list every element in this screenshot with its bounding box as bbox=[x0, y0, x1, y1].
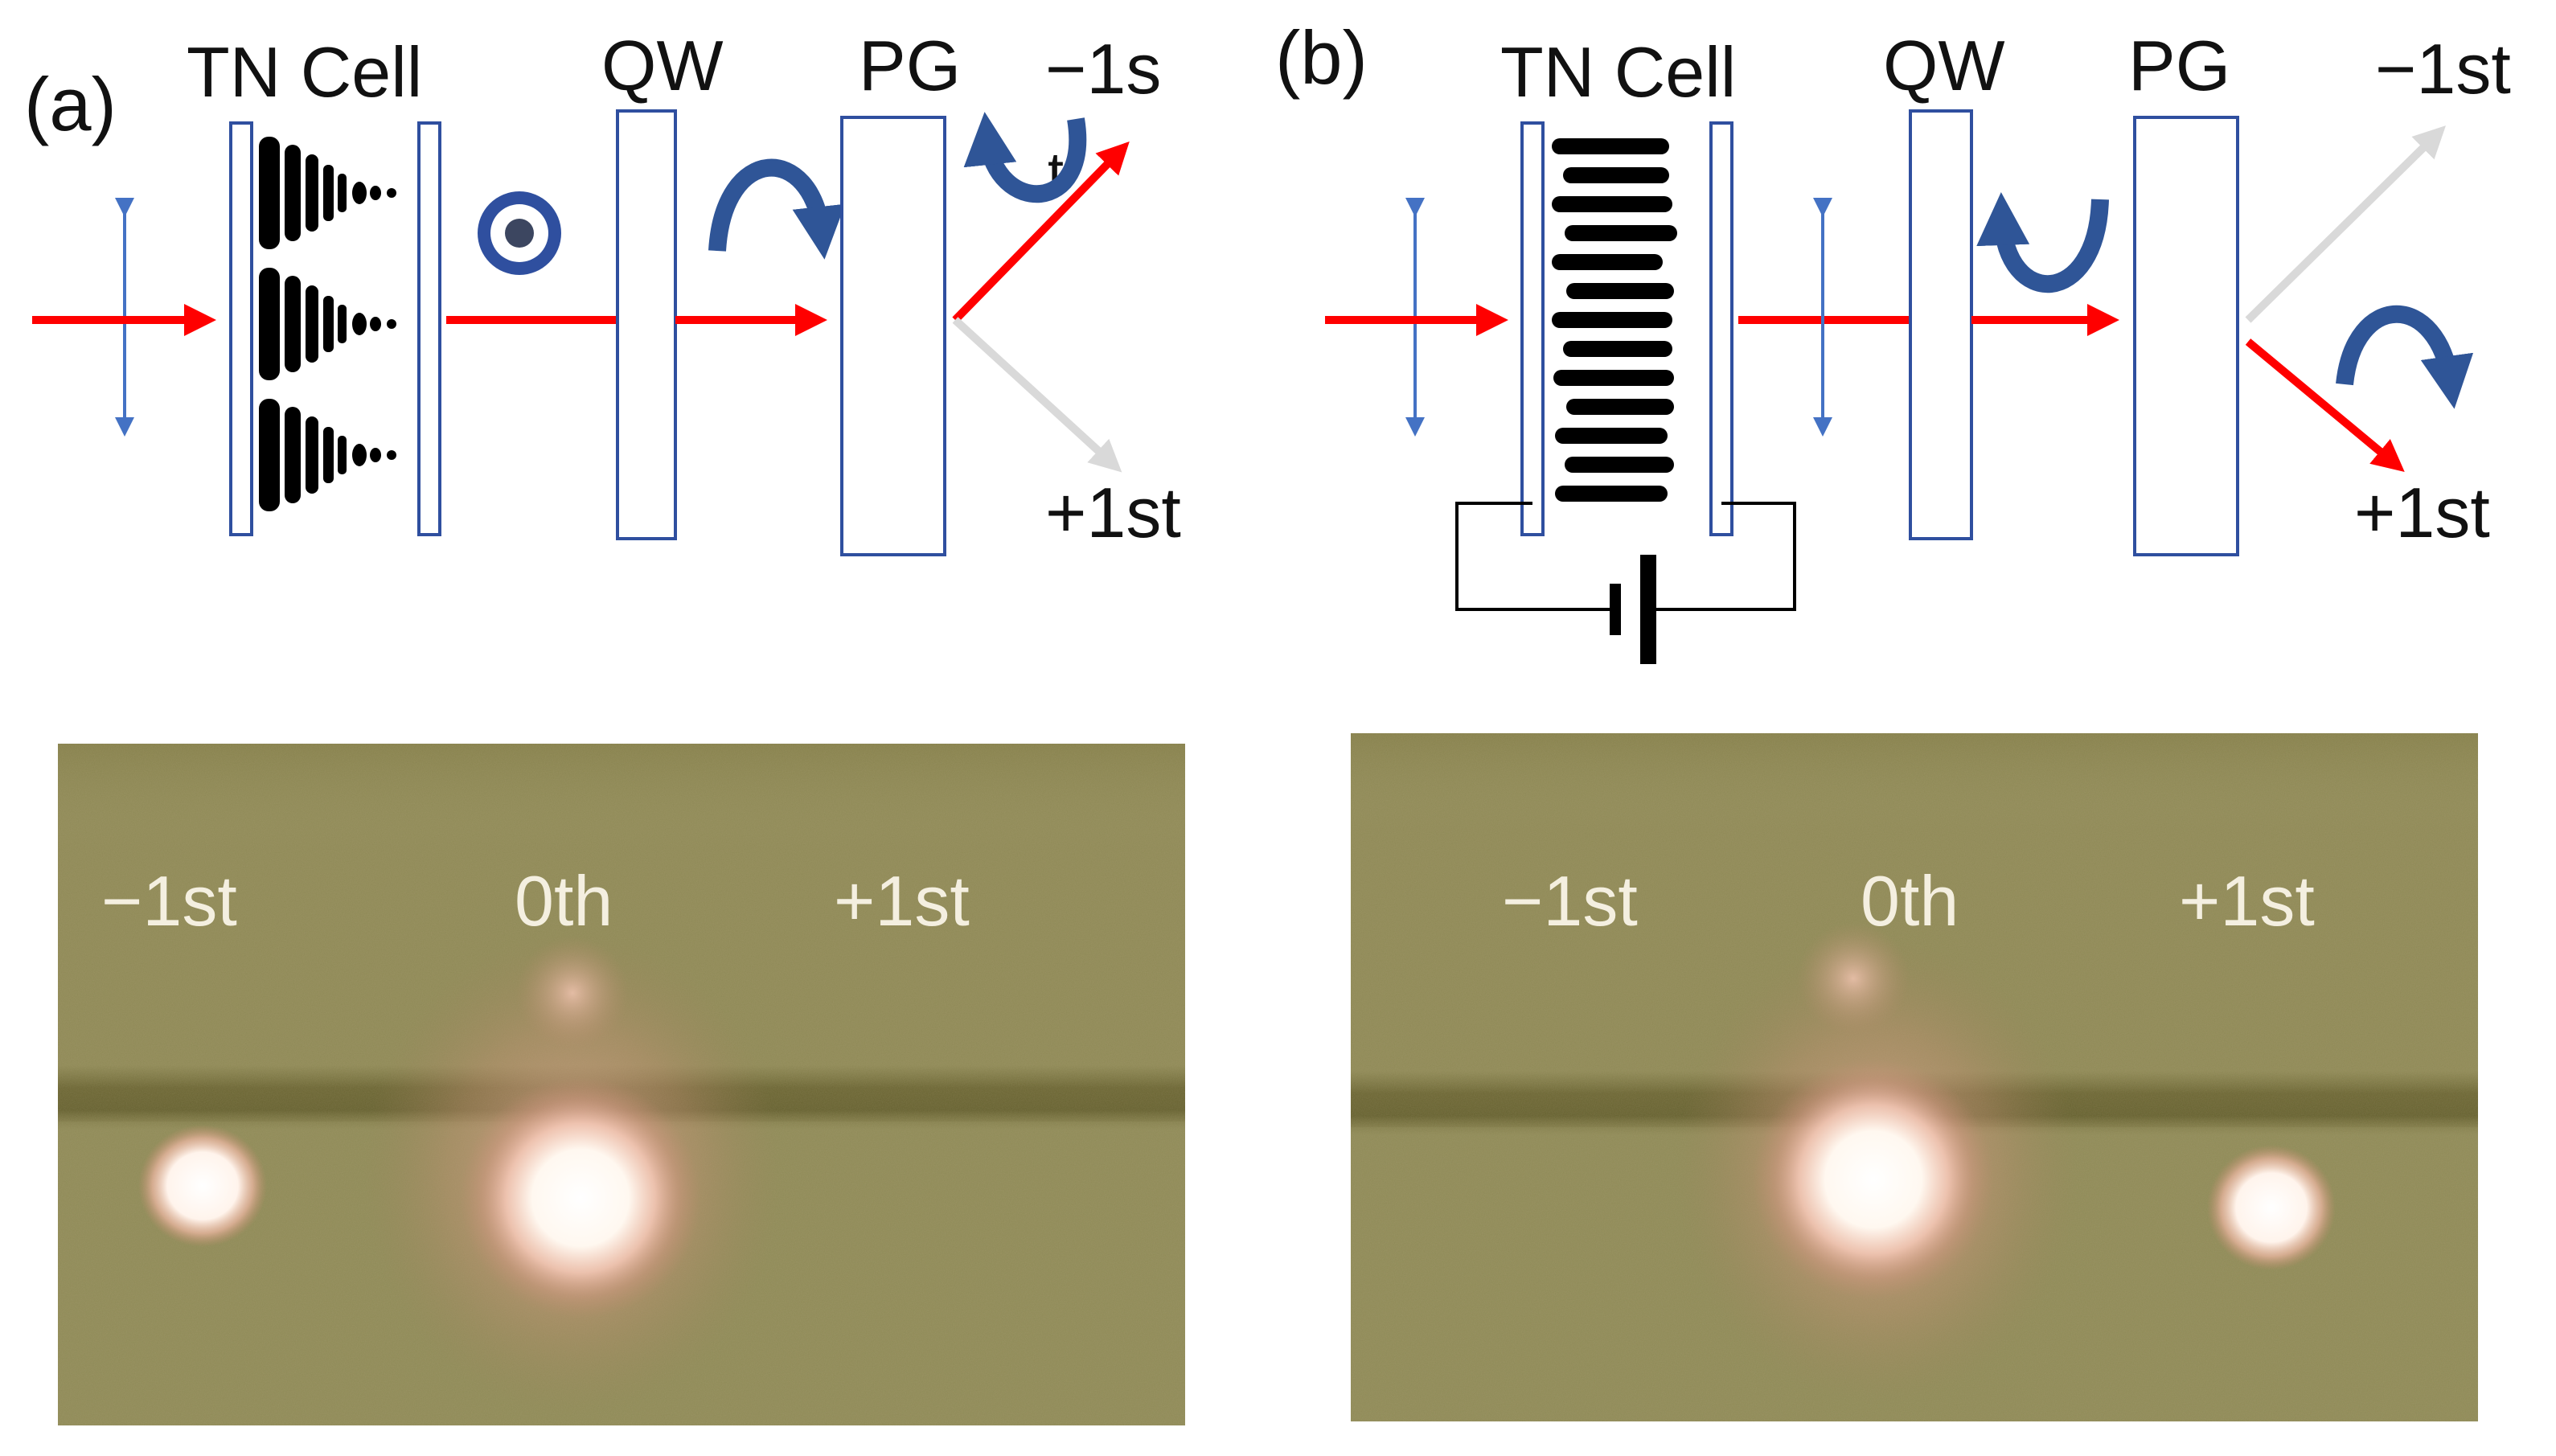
out-of-plane-polarization-icon bbox=[478, 191, 561, 275]
panel-a-minus-first-label: −1s bbox=[1045, 29, 1161, 109]
panel-a-tn-cell-label: TN Cell bbox=[187, 32, 422, 112]
panel-b-label: (b) bbox=[1275, 15, 1368, 100]
panel-a-pg-label: PG bbox=[859, 26, 961, 105]
circular-arrow-icon bbox=[2336, 305, 2474, 409]
photo-b-zeroth-spot bbox=[1753, 1059, 1994, 1300]
polarization-grating bbox=[840, 116, 946, 556]
panel-b-pg-label: PG bbox=[2128, 26, 2230, 105]
minus-first-order-beam bbox=[2245, 125, 2446, 323]
circular-arrow-icon bbox=[708, 158, 846, 260]
quarter-wave-plate bbox=[1909, 109, 1973, 540]
quarter-wave-plate bbox=[616, 109, 677, 540]
circular-arrow-icon bbox=[1976, 192, 2109, 293]
tn-cell-left-plate bbox=[229, 121, 253, 536]
panel-a-qw-label: QW bbox=[601, 26, 724, 105]
tn-cell-right-plate bbox=[417, 121, 441, 536]
photo-a: −1st 0th +1st bbox=[58, 744, 1185, 1425]
battery-icon bbox=[1610, 555, 1656, 664]
panel-b-plus-first-label: +1st bbox=[2354, 473, 2490, 552]
plus-first-order-beam bbox=[2245, 338, 2405, 472]
circular-arrow-icon bbox=[963, 112, 1087, 203]
panel-b-schematic: (b) TN Cell QW PG −1st +1st bbox=[1275, 15, 2511, 664]
panel-a-schematic: (a) TN Cell QW PG −1s t +1st bbox=[24, 26, 1181, 556]
aligned-lc-molecules bbox=[1552, 138, 1677, 502]
photo-a-plus-first-label: +1st bbox=[834, 861, 970, 941]
panel-a-label: (a) bbox=[24, 62, 117, 146]
tn-cell-right-plate bbox=[1709, 121, 1733, 536]
photo-b-zeroth-label: 0th bbox=[1861, 861, 1959, 941]
panel-b-qw-label: QW bbox=[1883, 26, 2005, 105]
photo-a-minus-first-label: −1st bbox=[101, 861, 237, 941]
photo-a-minus-first-spot bbox=[138, 1125, 267, 1247]
minus-first-order-beam bbox=[952, 141, 1130, 323]
panel-b-minus-first-label: −1st bbox=[2375, 29, 2511, 109]
photo-a-zeroth-spot bbox=[460, 1077, 701, 1319]
plus-first-order-beam bbox=[952, 317, 1122, 473]
photo-b-minus-first-label: −1st bbox=[1502, 861, 1638, 941]
twisted-lc-molecules bbox=[259, 137, 396, 511]
tn-cell-left-plate bbox=[1520, 121, 1545, 536]
battery-circuit bbox=[1455, 502, 1796, 611]
photo-b: −1st 0th +1st bbox=[1351, 733, 2478, 1421]
photo-b-plus-first-label: +1st bbox=[2179, 861, 2315, 941]
photo-a-zeroth-label: 0th bbox=[515, 861, 613, 941]
panel-a-plus-first-label: +1st bbox=[1045, 473, 1181, 552]
panel-b-tn-cell-label: TN Cell bbox=[1500, 32, 1736, 112]
polarization-grating bbox=[2133, 116, 2239, 556]
photo-b-plus-first-spot bbox=[2207, 1145, 2336, 1270]
